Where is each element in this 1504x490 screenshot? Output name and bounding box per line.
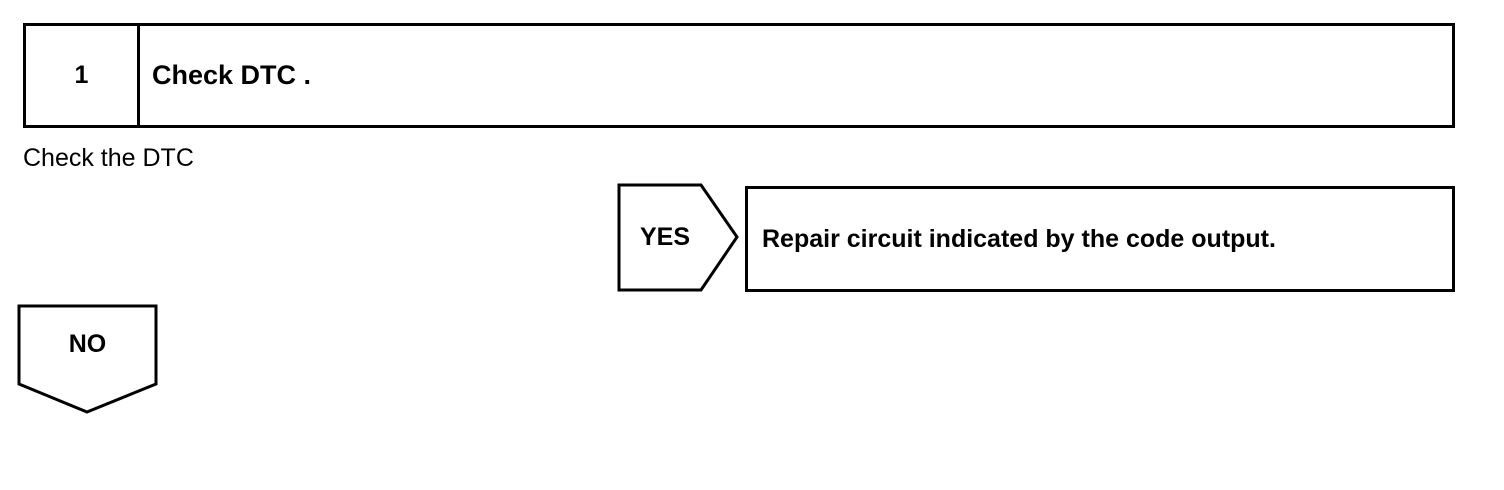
step-header: 1 Check DTC . [23,23,1455,128]
step-title: Check DTC . [152,60,312,90]
yes-branch-arrow: YES [617,183,741,292]
no-label: NO [68,330,107,358]
step-number: 1 [26,26,140,125]
right-arrow-icon [617,183,739,292]
no-branch-arrow: NO [17,304,158,416]
yes-result-box: Repair circuit indicated by the code out… [745,186,1455,292]
yes-label: YES [639,223,691,251]
down-arrow-icon [17,304,158,414]
step-instruction: Check the DTC [23,144,194,172]
